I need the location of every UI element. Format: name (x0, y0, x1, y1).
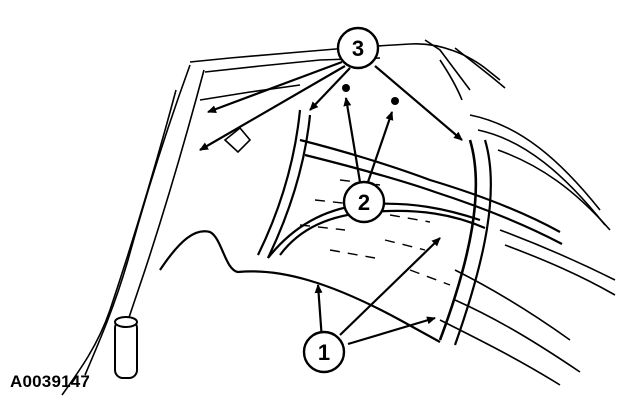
leader-3b (199, 65, 346, 151)
leader-2a (343, 97, 362, 183)
callout-3: 3 (336, 26, 380, 70)
callout-2: 2 (342, 180, 386, 224)
body-panel-lines (61, 39, 616, 396)
svg-text:3: 3 (352, 36, 364, 61)
leader-1a (314, 284, 324, 341)
leader-1c (347, 316, 436, 346)
svg-text:2: 2 (358, 190, 370, 215)
leader-3c (309, 67, 351, 111)
stud-fastener (114, 316, 138, 379)
leader-1b (339, 237, 441, 336)
leader-3a (207, 60, 343, 114)
leader-lines (199, 60, 463, 346)
pin-fastener-right (391, 97, 399, 105)
pin-fastener-left (342, 84, 350, 92)
wheelhouse-panel (159, 109, 563, 346)
figure-id-label: A0039147 (10, 372, 91, 391)
clip-fastener (223, 126, 252, 154)
leader-3d (374, 65, 463, 141)
leader-2b (366, 111, 394, 183)
svg-text:1: 1 (318, 340, 330, 365)
callout-1: 1 (302, 330, 346, 374)
